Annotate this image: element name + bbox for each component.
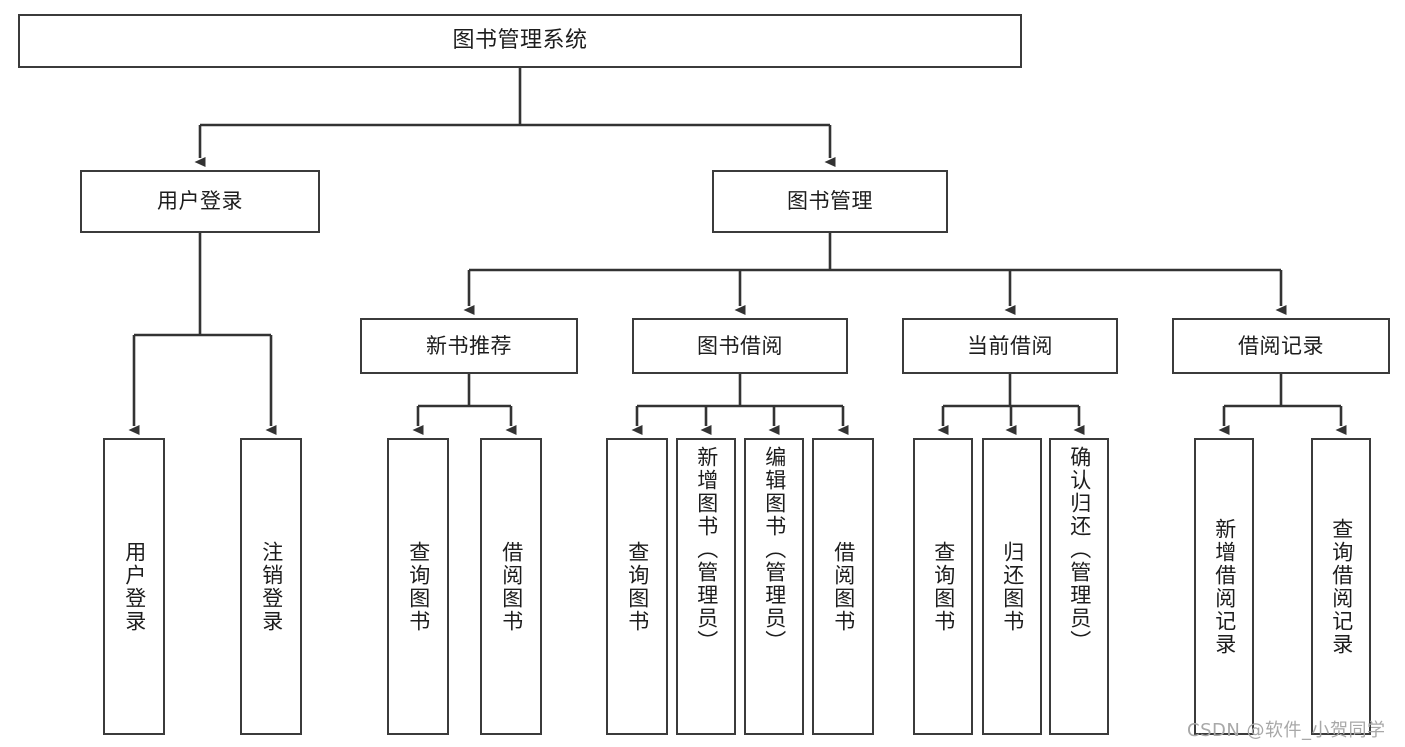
leaf-current-return-book[interactable]: 归还图书	[982, 438, 1042, 735]
node-borrow-record[interactable]: 借阅记录	[1172, 318, 1390, 374]
node-current-borrow[interactable]: 当前借阅	[902, 318, 1118, 374]
node-new-book-recommend[interactable]: 新书推荐	[360, 318, 578, 374]
node-label: 图书借阅	[697, 333, 783, 358]
watermark: CSDN @软件_小贺同学	[1187, 720, 1386, 741]
node-book-management[interactable]: 图书管理	[712, 170, 948, 233]
node-label: 查询图书	[625, 540, 650, 633]
node-label: 编辑图书（管理员）	[762, 446, 787, 653]
node-label: 查询借阅记录	[1329, 517, 1354, 656]
leaf-borrow-edit-book[interactable]: 编辑图书（管理员）	[744, 438, 804, 735]
leaf-current-confirm-return[interactable]: 确认归还（管理员）	[1049, 438, 1109, 735]
leaf-borrow-add-book[interactable]: 新增图书（管理员）	[676, 438, 736, 735]
node-label: 借阅图书	[499, 540, 524, 633]
leaf-record-query-record[interactable]: 查询借阅记录	[1311, 438, 1371, 735]
leaf-borrow-borrow-book[interactable]: 借阅图书	[812, 438, 874, 735]
node-label: 新书推荐	[426, 333, 512, 358]
leaf-new-book-borrow[interactable]: 借阅图书	[480, 438, 542, 735]
leaf-user-login-login[interactable]: 用户登录	[103, 438, 165, 735]
leaf-current-query-book[interactable]: 查询图书	[913, 438, 973, 735]
node-label: 归还图书	[1000, 540, 1025, 633]
node-label: 查询图书	[406, 540, 431, 633]
node-label: 用户登录	[157, 189, 243, 214]
leaf-record-add-record[interactable]: 新增借阅记录	[1194, 438, 1254, 735]
node-user-login[interactable]: 用户登录	[80, 170, 320, 233]
node-root-system[interactable]: 图书管理系统	[18, 14, 1022, 68]
node-label: 注销登录	[259, 540, 284, 633]
node-label: 当前借阅	[967, 333, 1053, 358]
node-label: 新增借阅记录	[1212, 517, 1237, 656]
leaf-new-book-query[interactable]: 查询图书	[387, 438, 449, 735]
node-label: 图书管理系统	[452, 28, 588, 54]
node-label: 确认归还（管理员）	[1067, 446, 1092, 653]
node-label: 查询图书	[931, 540, 956, 633]
node-label: 借阅记录	[1238, 333, 1324, 358]
leaf-borrow-query-book[interactable]: 查询图书	[606, 438, 668, 735]
node-label: 图书管理	[787, 189, 873, 214]
leaf-user-login-logout[interactable]: 注销登录	[240, 438, 302, 735]
node-label: 借阅图书	[831, 540, 856, 633]
node-label: 用户登录	[122, 540, 147, 633]
node-label: 新增图书（管理员）	[694, 446, 719, 653]
node-book-borrow[interactable]: 图书借阅	[632, 318, 848, 374]
